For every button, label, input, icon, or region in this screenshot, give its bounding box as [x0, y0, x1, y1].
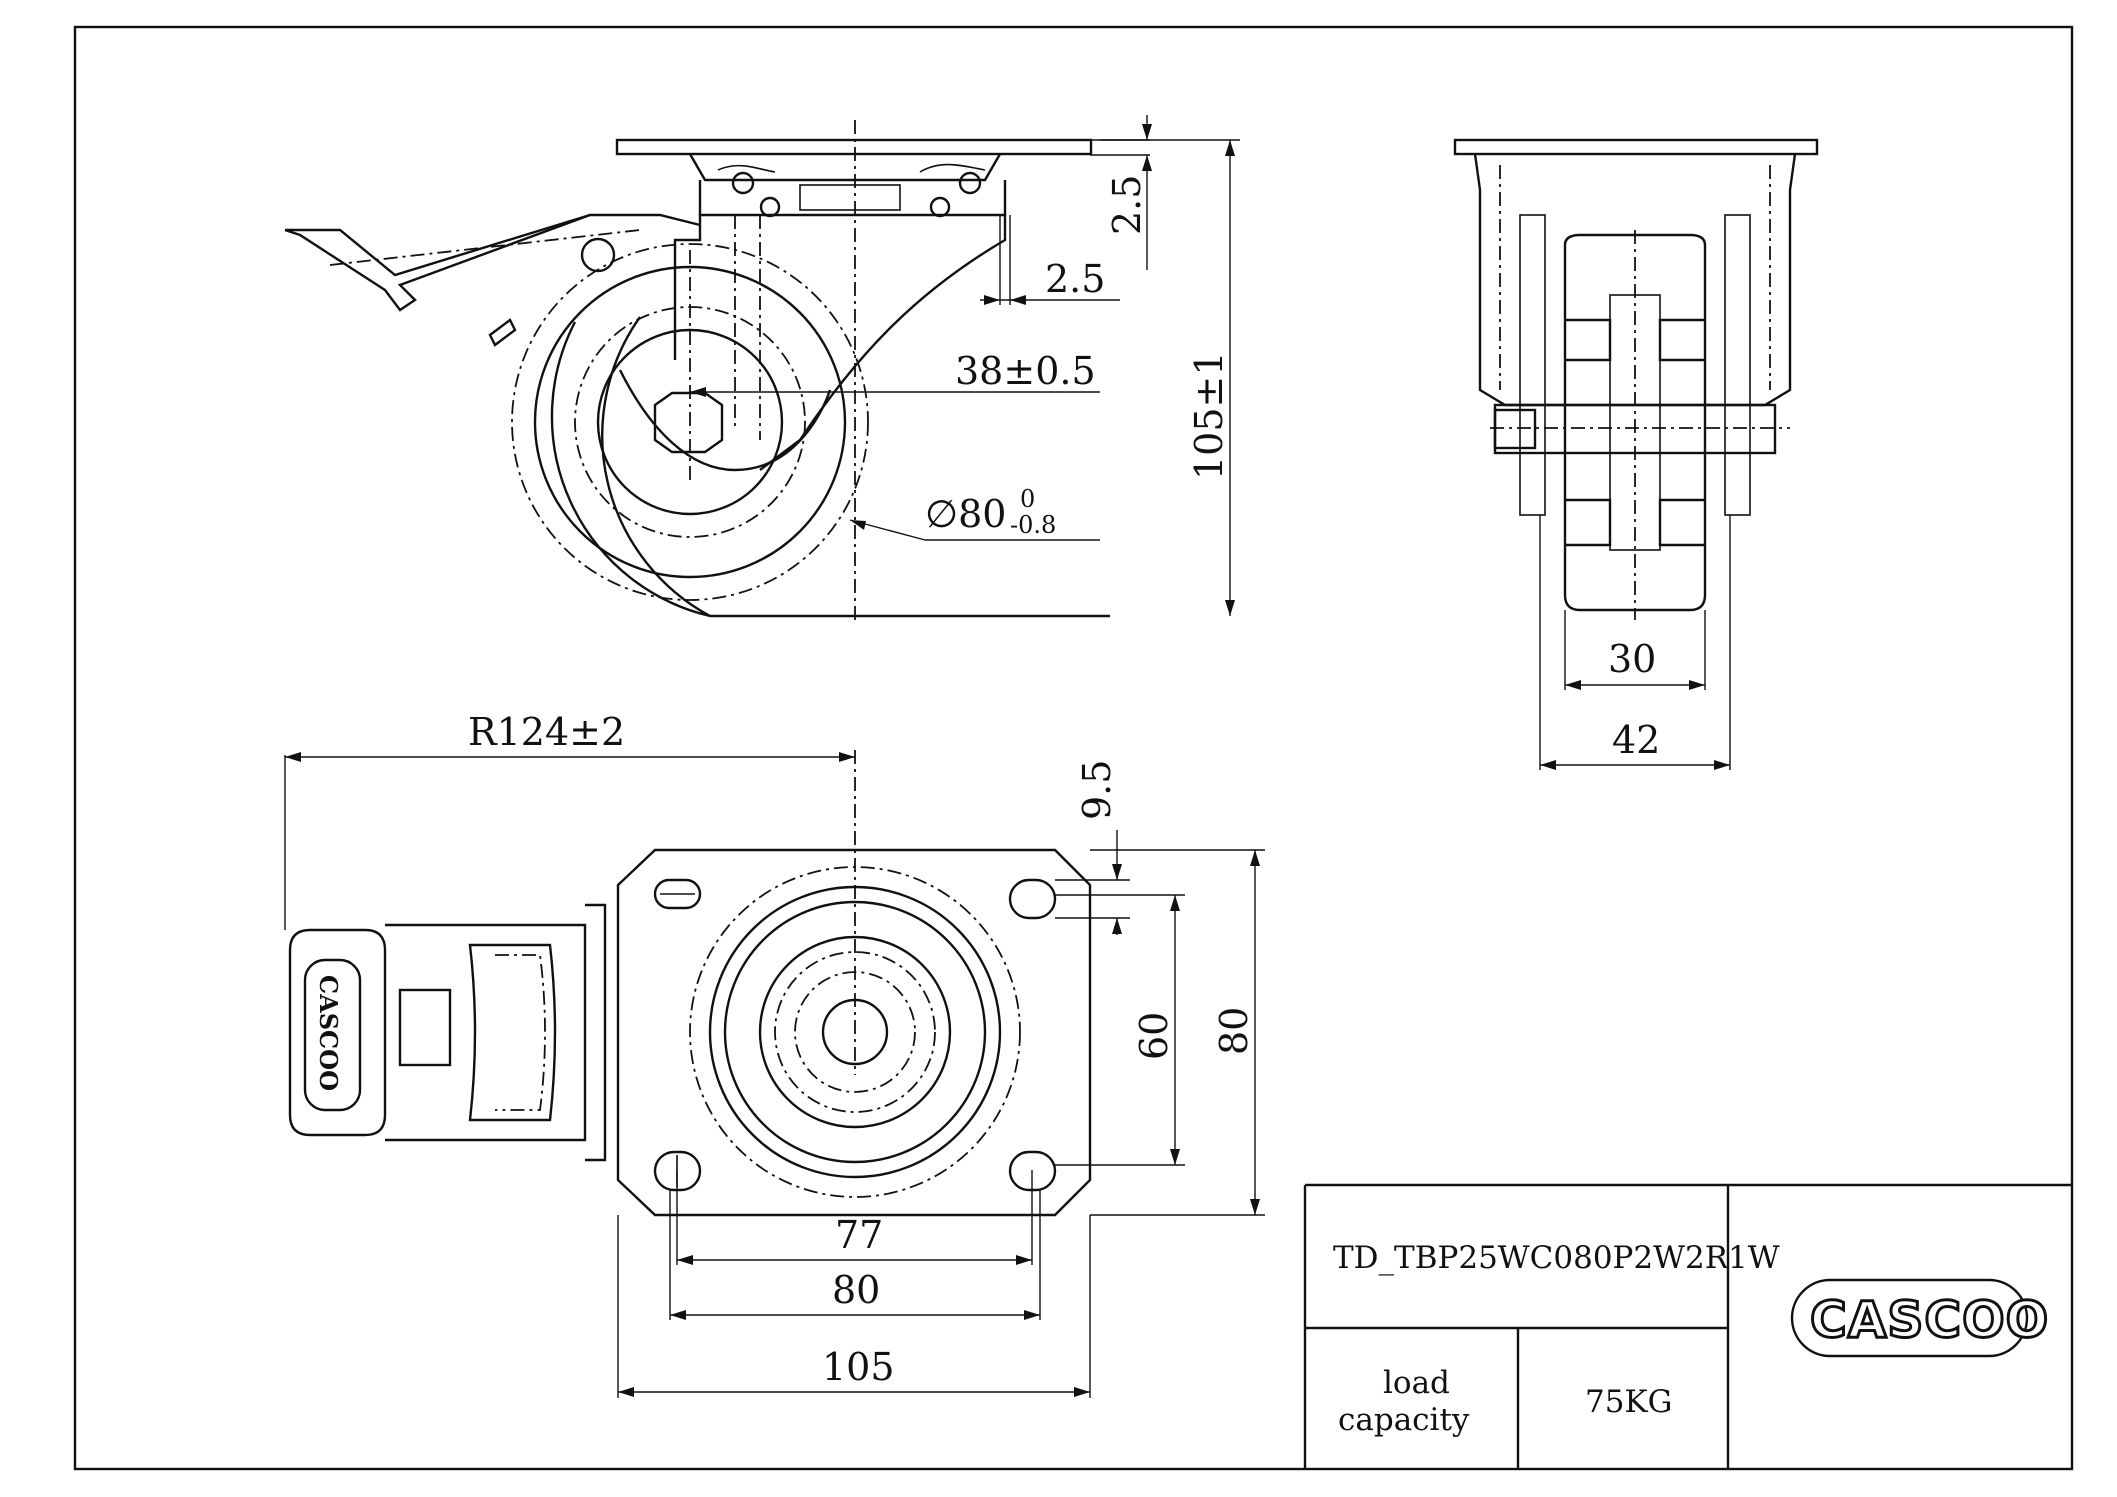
- drawing-border: [73, 25, 2074, 1471]
- brand-logo: CASCOO: [1810, 1291, 2049, 1349]
- dim-fork-width: 42: [1612, 718, 1660, 762]
- dim-wheel-width: 30: [1608, 637, 1656, 681]
- brake-pedal-logo: CASCOO: [314, 975, 343, 1091]
- dim-axle-offset: 38±0.5: [955, 349, 1096, 393]
- dim-hole-spacing-y: 60: [1132, 1012, 1176, 1060]
- mounting-hole-tl: [653, 878, 702, 910]
- mounting-hole-tr: [1008, 878, 1057, 920]
- dim-wheel-diameter: ∅80: [925, 492, 1006, 536]
- fork: [673, 215, 1007, 471]
- dim-hole-slot: 9.5: [1075, 760, 1119, 820]
- mounting-plate: [616, 848, 1092, 1217]
- dim-swivel-radius: R124±2: [468, 710, 625, 754]
- part-number: TD_TBP25WC080P2W2R1W: [1333, 1240, 1780, 1276]
- side-view: 2.5 2.5 38±0.5 105±1 ∅80 0 -0.8: [284, 115, 1240, 620]
- front-top-plate: [1453, 138, 1819, 156]
- ball-bearing-left: [731, 171, 755, 195]
- fork-leg-right: [1724, 214, 1751, 516]
- load-label-line2: capacity: [1338, 1402, 1470, 1438]
- dim-plate-y: 80: [1212, 1007, 1256, 1055]
- dim-flange-thickness: 2.5: [1105, 175, 1149, 235]
- top-plate: [615, 138, 1093, 156]
- dim-total-height: 105±1: [1187, 351, 1231, 480]
- ball-bearing-right: [958, 171, 982, 195]
- wheel-front: [1563, 233, 1707, 612]
- dim-flange-offset: 2.5: [1045, 257, 1105, 301]
- brake-housing: [385, 923, 587, 1142]
- load-value: 75KG: [1585, 1384, 1672, 1420]
- title-block: TD_TBP25WC080P2W2R1W load capacity 75KG …: [1303, 1183, 2072, 1469]
- brand-logo-frame: [1790, 1278, 2029, 1358]
- dim-wheel-tol-upper: 0: [1020, 485, 1035, 513]
- brake-pivot: [580, 237, 616, 273]
- dim-plate-x: 80: [832, 1268, 880, 1312]
- load-label-line1: load: [1383, 1365, 1450, 1401]
- fork-leg-left: [1519, 214, 1546, 516]
- axle-nut: [653, 391, 724, 454]
- dim-wheel-tol-lower: -0.8: [1010, 511, 1056, 539]
- wheel-side: [511, 243, 1110, 618]
- dim-hole-spacing-x: 77: [835, 1213, 883, 1257]
- top-view: CASCOO R124±2 9.5 60 80 77: [284, 710, 1265, 1398]
- front-view: 30 42: [1453, 138, 1819, 770]
- bearing-housing: [688, 153, 1002, 182]
- brake-pedal: [288, 928, 387, 1137]
- dim-overall-x: 105: [822, 1345, 895, 1389]
- brake-lever: [284, 213, 701, 312]
